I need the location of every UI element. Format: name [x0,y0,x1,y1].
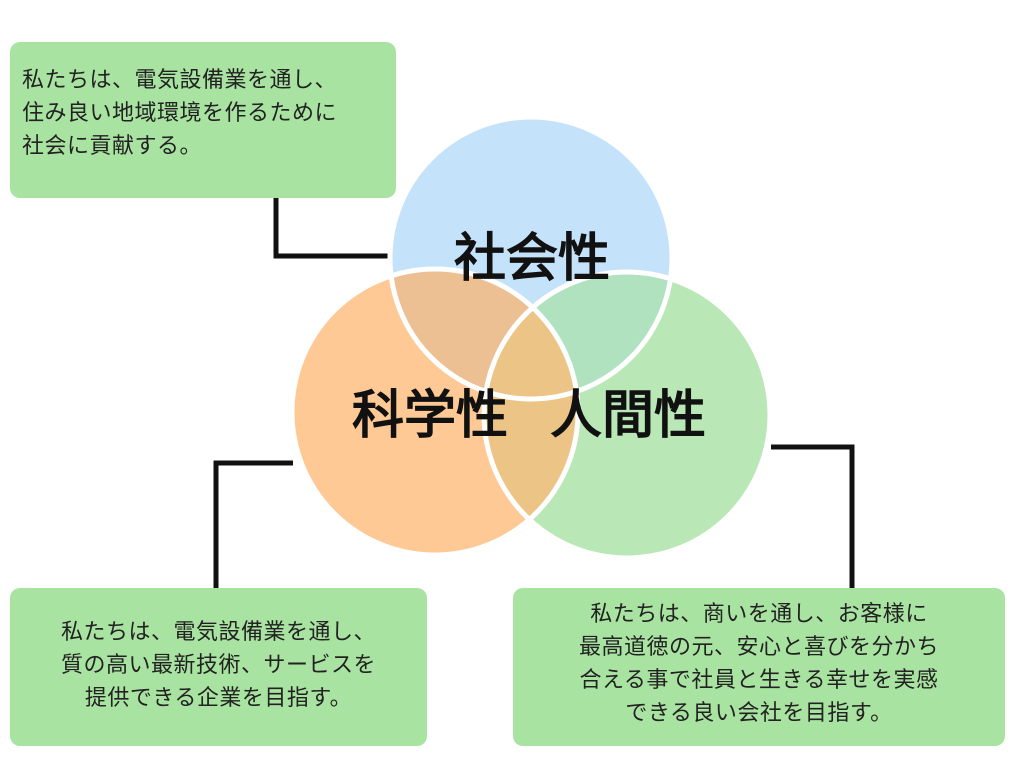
label-society: 社会性 [454,229,610,289]
label-science: 科学性 [352,386,508,446]
connector-science [213,460,293,588]
textbox-science-line: 提供できる企業を目指す。 [84,686,353,711]
textbox-humanity: 私たちは、商いを通し、お客様に 最高道徳の元、安心と喜びを分かち 合える事で社員… [513,588,1005,746]
outline-humanity [481,269,773,561]
textbox-society-line: 住み良い地域環境を作るために [22,101,338,126]
label-humanity: 人間性 [550,386,706,446]
textbox-society-line: 社会に貢献する。 [22,134,203,159]
textbox-humanity-line: できる良い会社を目指す。 [625,701,893,726]
outline-society [387,114,675,402]
textbox-science-line: 私たちは、電気設備業を通し、 [60,620,376,645]
textbox-humanity-line: 合える事で社員と生きる幸せを実感 [579,668,939,693]
connector-society [273,198,388,259]
connector-humanity [771,444,855,588]
textbox-society: 私たちは、電気設備業を通し、 住み良い地域環境を作るために 社会に貢献する。 [10,42,396,198]
textbox-society-line: 私たちは、電気設備業を通し、 [22,68,338,93]
outline-science [289,266,581,558]
textbox-humanity-line: 最高道徳の元、安心と喜びを分かち [578,635,939,660]
textbox-science: 私たちは、電気設備業を通し、 質の高い最新技術、サービスを 提供できる企業を目指… [10,588,427,746]
textbox-humanity-line: 私たちは、商いを通し、お客様に [590,602,928,627]
textbox-science-line: 質の高い最新技術、サービスを [60,653,376,678]
